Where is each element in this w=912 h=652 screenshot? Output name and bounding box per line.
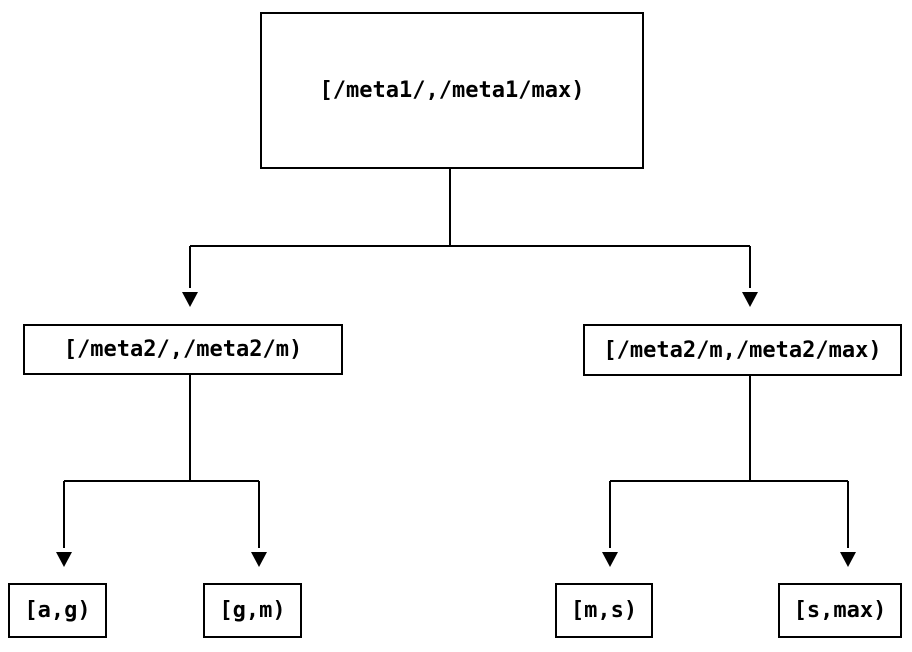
arrowhead-to-leaf-smax [840,552,856,567]
arrowhead-to-right-node [742,292,758,307]
tree-node-leaf-gm: [g,m) [203,583,302,638]
arrowhead-to-leaf-gm [251,552,267,567]
tree-node-leaf-smax: [s,max) [778,583,902,638]
tree-node-leaf-ag: [a,g) [8,583,107,638]
tree-node-leaf-ms: [m,s) [555,583,653,638]
tree-node-root-meta1-range: [/meta1/,/meta1/max) [260,12,644,169]
arrowhead-to-left-node [182,292,198,307]
arrowhead-to-leaf-ag [56,552,72,567]
tree-node-meta2-right-range: [/meta2/m,/meta2/max) [583,324,902,376]
edge-right-to-leaves [609,376,849,548]
arrowhead-to-leaf-ms [602,552,618,567]
tree-node-meta2-left-range: [/meta2/,/meta2/m) [23,324,343,375]
edge-left-to-leaves [63,375,260,548]
edge-root-to-children [189,169,751,288]
